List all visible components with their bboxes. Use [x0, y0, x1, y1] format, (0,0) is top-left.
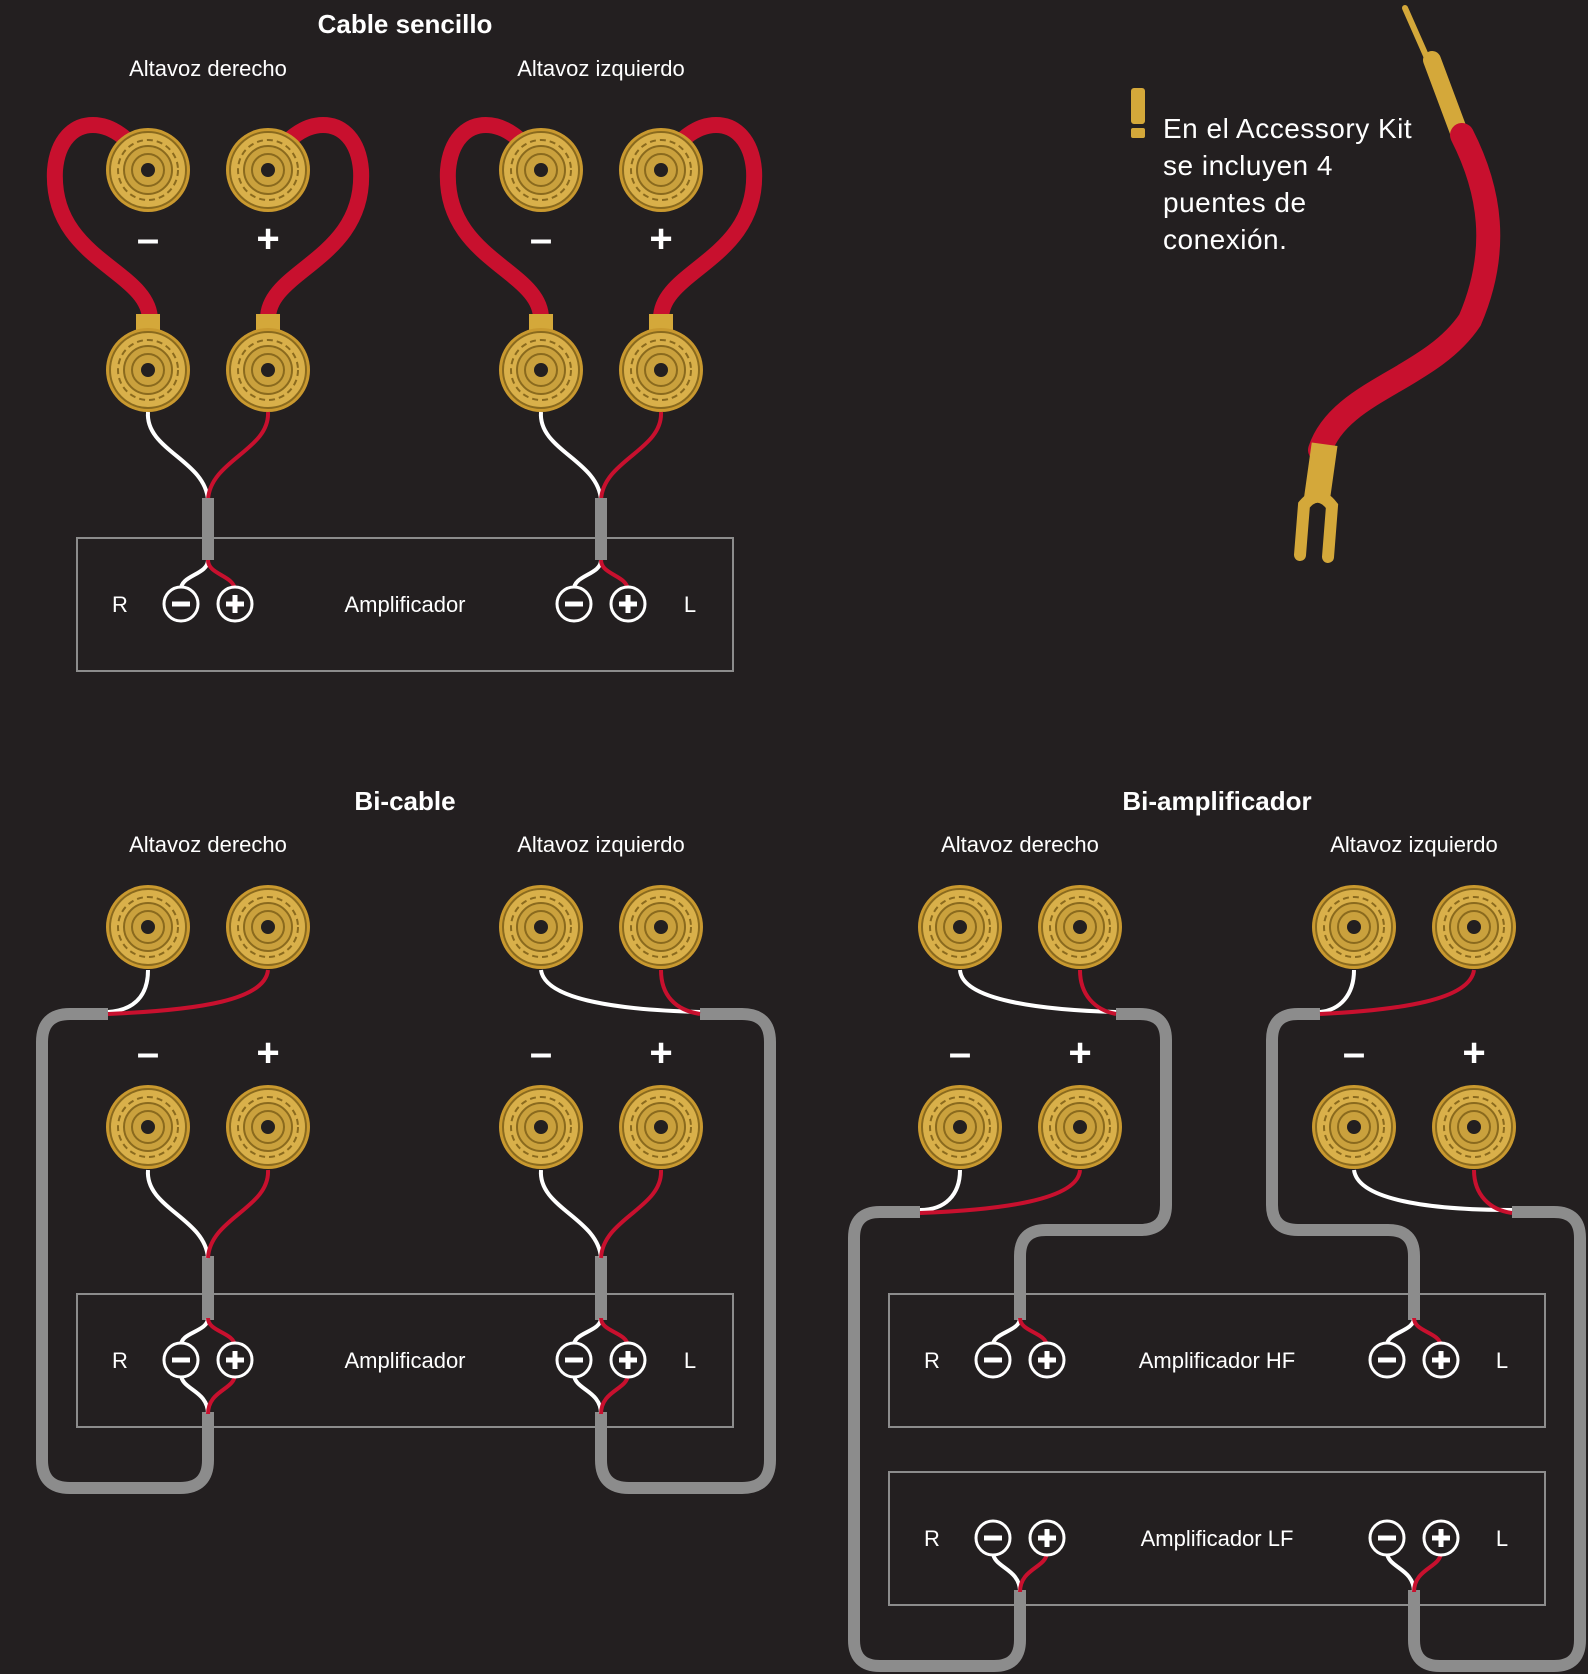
amp-plus-terminal-icon [1028, 1519, 1066, 1557]
amp-minus-terminal-icon [555, 585, 593, 623]
bi-amp-right-speaker-label: Altavoz derecho [941, 832, 1099, 857]
channel-r-label: R [924, 1526, 940, 1551]
single-wire-section: Cable sencillo Altavoz derecho Altavoz i… [46, 9, 763, 672]
bi-amp-right-lf-plus-post [1037, 1084, 1123, 1170]
amp-minus-terminal-icon [1368, 1519, 1406, 1557]
single-left-speaker-label: Altavoz izquierdo [517, 56, 685, 81]
amp-plus-terminal-icon [1422, 1519, 1460, 1557]
minus-sign: – [137, 1031, 159, 1075]
single-left-hf-plus-post [618, 127, 704, 213]
exclamation-icon [1131, 88, 1145, 138]
bi-wire-right-hf-plus-post [225, 884, 311, 970]
bi-wire-left-speaker-label: Altavoz izquierdo [517, 832, 685, 857]
bi-amp-left-lf-minus-post [1311, 1084, 1397, 1170]
bi-wire-right-speaker-label: Altavoz derecho [129, 832, 287, 857]
amp-minus-terminal-icon [974, 1341, 1012, 1379]
bi-amp-title: Bi-amplificador [1122, 786, 1311, 816]
amp-minus-terminal-icon [1368, 1341, 1406, 1379]
lf-amplifier-label: Amplificador LF [1141, 1526, 1294, 1551]
plus-sign: + [649, 217, 672, 261]
jumper-cables [46, 117, 763, 328]
bi-amp-left-hf-plus-post [1431, 884, 1517, 970]
single-amplifier-box [76, 537, 734, 672]
hf-amplifier-label: Amplificador HF [1139, 1348, 1295, 1373]
minus-sign: – [949, 1031, 971, 1075]
single-right-hf-plus-post [225, 127, 311, 213]
single-right-speaker-label: Altavoz derecho [129, 56, 287, 81]
amp-minus-terminal-icon [974, 1519, 1012, 1557]
single-amplifier-label: Amplificador [344, 592, 465, 617]
bi-amp-right-hf-plus-post [1037, 884, 1123, 970]
bi-wire-right-hf-minus-post [105, 884, 191, 970]
bi-amp-section: Bi-amplificador Altavoz derecho Altavoz … [848, 786, 1586, 1672]
bi-wire-left-lf-plus-post [618, 1084, 704, 1170]
minus-sign: – [530, 217, 552, 261]
bi-amp-left-speaker-label: Altavoz izquierdo [1330, 832, 1498, 857]
bi-wire-amplifier-box [76, 1293, 734, 1428]
hf-amplifier-box [888, 1293, 1546, 1428]
plus-sign: + [256, 1031, 279, 1075]
amp-terminal-wires [179, 559, 630, 591]
single-wire-title: Cable sencillo [318, 9, 493, 39]
amp-plus-terminal-icon [1422, 1341, 1460, 1379]
channel-r-label: R [112, 592, 128, 617]
amp-plus-terminal-icon [1028, 1341, 1066, 1379]
plus-sign: + [1068, 1031, 1091, 1075]
amp-plus-terminal-icon [609, 1341, 647, 1379]
channel-r-label: R [112, 1348, 128, 1373]
single-right-lf-plus-post [225, 327, 311, 413]
bi-wire-amplifier-label: Amplificador [344, 1348, 465, 1373]
single-right-lf-minus-post [105, 327, 191, 413]
bi-amp-grey-cables [848, 1008, 1586, 1672]
bi-wire-right-lf-minus-post [105, 1084, 191, 1170]
bi-amp-right-hf-minus-post [917, 884, 1003, 970]
bi-wire-left-hf-plus-post [618, 884, 704, 970]
single-left-lf-plus-post [618, 327, 704, 413]
channel-l-label: L [684, 1348, 696, 1373]
minus-sign: – [1343, 1031, 1365, 1075]
minus-sign: – [137, 217, 159, 261]
plus-sign: + [1462, 1031, 1485, 1075]
bi-wire-left-lf-minus-post [498, 1084, 584, 1170]
single-right-hf-minus-post [105, 127, 191, 213]
plus-sign: + [649, 1031, 672, 1075]
bi-wire-left-hf-minus-post [498, 884, 584, 970]
accessory-kit-note: En el Accessory Kit se incluyen 4 puente… [1163, 113, 1413, 255]
amp-minus-terminal-icon [162, 585, 200, 623]
bi-wire-title: Bi-cable [354, 786, 455, 816]
single-left-lf-minus-post [498, 327, 584, 413]
channel-l-label: L [684, 592, 696, 617]
amp-plus-terminal-icon [609, 585, 647, 623]
bi-wire-grey-cables [36, 1008, 776, 1494]
amp-minus-terminal-icon [555, 1341, 593, 1379]
single-left-hf-minus-post [498, 127, 584, 213]
plus-sign: + [256, 217, 279, 261]
bi-amp-cables [919, 969, 1513, 1593]
lf-amplifier-box [888, 1471, 1546, 1606]
bi-amp-left-hf-minus-post [1311, 884, 1397, 970]
channel-l-label: L [1496, 1348, 1508, 1373]
bi-amp-right-lf-minus-post [917, 1084, 1003, 1170]
minus-sign: – [530, 1031, 552, 1075]
amp-minus-terminal-icon [162, 1341, 200, 1379]
bi-wire-section: Bi-cable Altavoz derecho Altavoz izquier… [36, 786, 776, 1494]
channel-l-label: L [1496, 1526, 1508, 1551]
bi-wire-right-lf-plus-post [225, 1084, 311, 1170]
jumper-illustration [1294, 5, 1501, 563]
bi-amp-left-lf-plus-post [1431, 1084, 1517, 1170]
channel-r-label: R [924, 1348, 940, 1373]
single-grey-cables [202, 498, 607, 560]
speaker-cables [145, 411, 664, 501]
amp-plus-terminal-icon [216, 585, 254, 623]
jumper-spades [136, 314, 673, 348]
amp-plus-terminal-icon [216, 1341, 254, 1379]
